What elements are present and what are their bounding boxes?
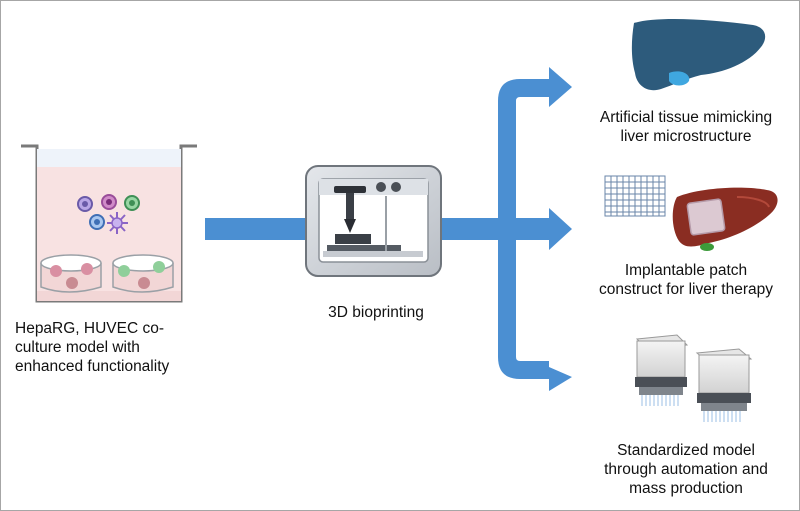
liver-patch-icon [604, 175, 778, 251]
mesh-grid [604, 175, 666, 217]
culture-well-icon [21, 144, 197, 303]
head-right [695, 348, 753, 422]
output-1-label: Artificial tissue mimicking liver micros… [599, 109, 773, 145]
head-left [635, 334, 689, 406]
output-2-label: Implantable patch construct for liver th… [598, 262, 773, 298]
arrow-culture-to-printer [205, 218, 307, 240]
inserts [40, 254, 174, 293]
arrow-branch-top [498, 67, 572, 229]
source-label: HepaRG, HUVEC co- culture model with enh… [15, 320, 170, 375]
arrow-branch-bottom [498, 229, 572, 391]
pipette-head-icon [635, 334, 753, 422]
cells [77, 194, 140, 234]
arrow-branch-middle [498, 208, 572, 250]
output-3-label: Standardized model through automation an… [604, 442, 768, 497]
process-label: 3D bioprinting [328, 304, 424, 321]
flow-arrows [205, 67, 572, 391]
liver-icon [631, 18, 766, 91]
bioprinter-icon [305, 165, 442, 277]
arrow-printer-to-branch [441, 218, 501, 240]
